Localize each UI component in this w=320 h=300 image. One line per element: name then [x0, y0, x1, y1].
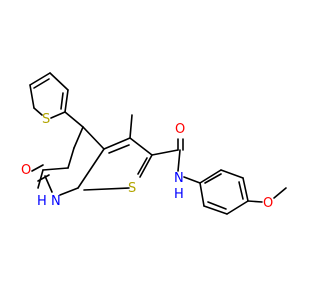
- bond: [50, 111, 66, 119]
- bond: [247, 200, 263, 203]
- atom-label-ring-nitrogen-hydrogen: H: [37, 194, 47, 209]
- bond: [139, 154, 153, 178]
- bond: [199, 169, 222, 184]
- atom-label-lactam-oxygen: O: [21, 163, 31, 178]
- bond: [226, 200, 249, 215]
- bond: [31, 164, 44, 172]
- bond: [77, 148, 105, 189]
- atom-label-core-sulfur: S: [128, 181, 136, 196]
- bond: [238, 181, 244, 200]
- bond: [49, 72, 69, 91]
- bond: [60, 92, 64, 110]
- atom-label-amide-oxygen: O: [175, 122, 185, 137]
- bond: [67, 147, 75, 169]
- bond: [129, 137, 153, 156]
- bond: [199, 182, 205, 207]
- bond: [129, 114, 133, 139]
- bond: [42, 167, 69, 171]
- bond: [73, 126, 84, 149]
- atom-label-thiophene-sulfur: S: [42, 112, 50, 127]
- bond: [64, 89, 69, 113]
- bond: [29, 84, 35, 109]
- bond: [151, 149, 179, 156]
- bond: [137, 157, 148, 175]
- bond: [37, 174, 50, 182]
- atom-label-amide-hydrogen: H: [174, 187, 184, 202]
- bond: [203, 205, 228, 215]
- bond: [207, 201, 227, 210]
- bond: [64, 111, 84, 128]
- bond: [83, 187, 130, 191]
- bond: [29, 72, 51, 86]
- atom-label-amide-nitrogen: N: [174, 171, 184, 186]
- molecule-structure: S S O N H O N H O: [21, 72, 287, 215]
- bond: [59, 187, 79, 196]
- bond: [183, 176, 201, 184]
- bond: [273, 187, 287, 199]
- atom-label-methoxy-oxygen: O: [263, 196, 273, 211]
- bond: [220, 169, 244, 179]
- molecule-canvas: S S O N H O N H O: [21, 72, 287, 215]
- bond: [204, 173, 222, 184]
- bond: [108, 144, 130, 154]
- bond: [82, 126, 105, 150]
- bond: [33, 78, 50, 89]
- bond: [33, 107, 43, 116]
- bond: [103, 137, 131, 150]
- bond: [242, 177, 249, 202]
- atom-label-ring-nitrogen: N: [51, 194, 61, 209]
- bond: [44, 175, 53, 193]
- bond: [177, 149, 181, 172]
